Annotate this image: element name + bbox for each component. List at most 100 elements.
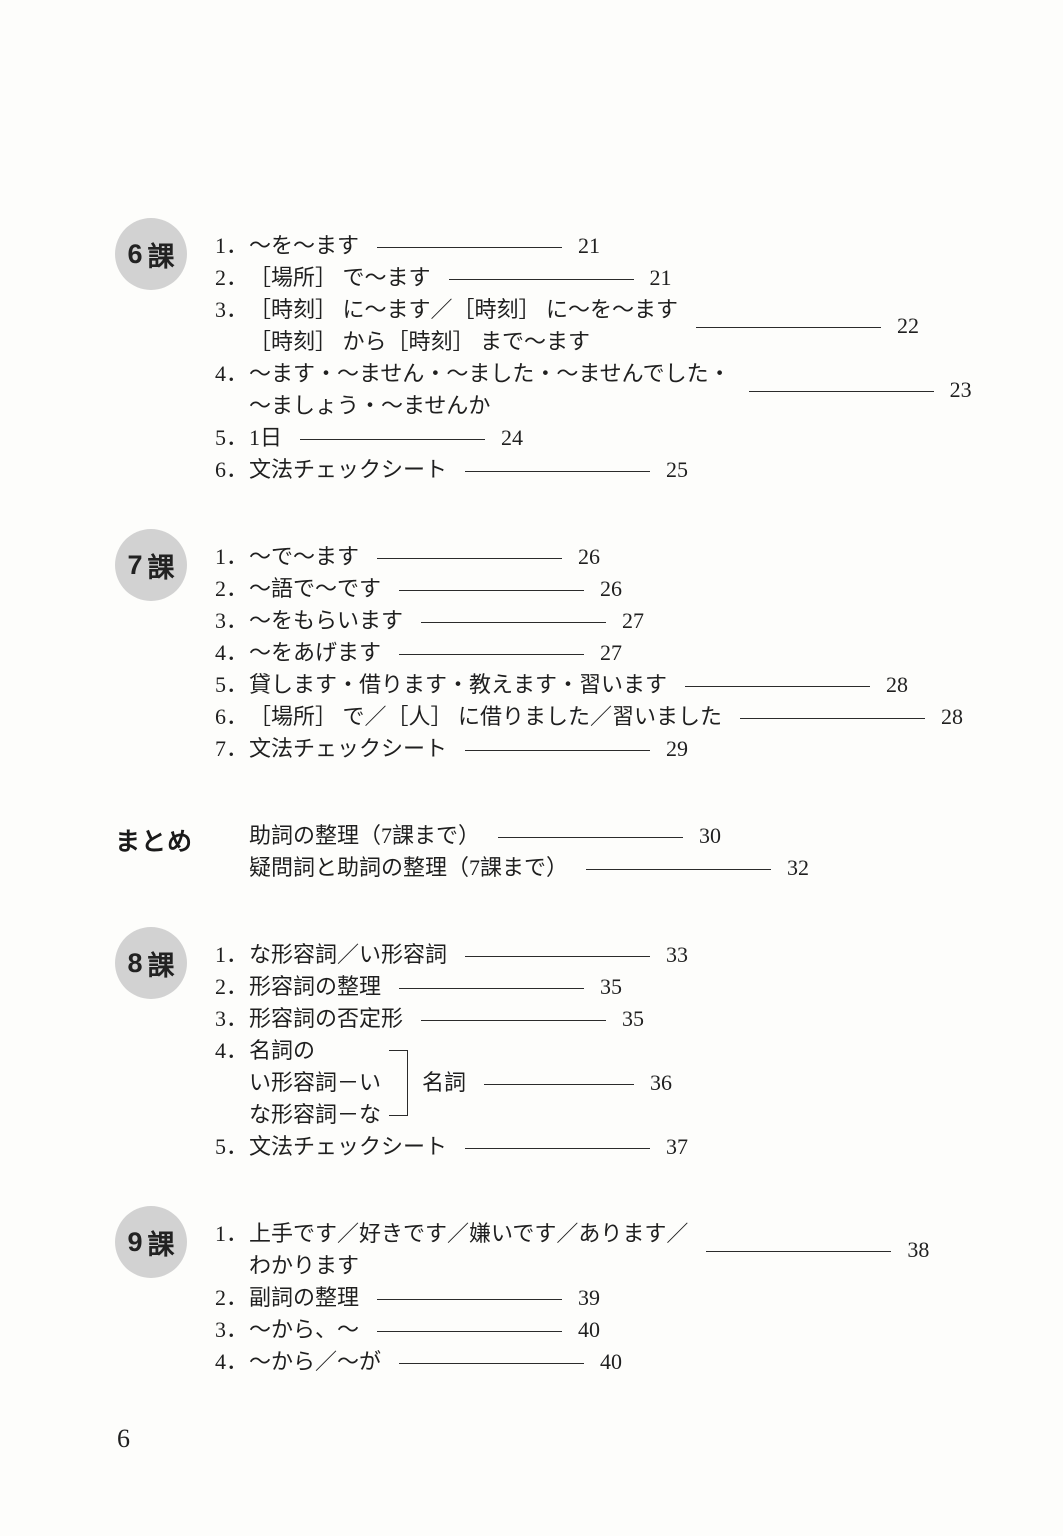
- page-reference: 26: [578, 544, 601, 569]
- item-label: 1日: [249, 425, 283, 450]
- page-reference: 37: [666, 1134, 689, 1159]
- item-label: 形容詞の否定形: [249, 1006, 404, 1031]
- item-label: 文法チェックシート: [249, 736, 448, 761]
- item-label: 疑問詞と助詞の整理（7課まで）: [249, 855, 569, 880]
- item-number: 2．: [215, 576, 249, 601]
- page-reference: 30: [699, 823, 722, 848]
- item-label-line-2: ［時刻］ から［時刻］ まで〜ます: [249, 329, 591, 354]
- leader-line: [421, 1019, 607, 1021]
- item-number: 4．: [215, 1038, 249, 1063]
- item-number: 3．: [215, 1006, 249, 1031]
- page-reference: 27: [600, 640, 623, 665]
- leader-line: [377, 1330, 563, 1332]
- toc-item: 6．［場所］ で／［人］ に借りました／習いました 28: [215, 701, 1013, 733]
- bracket-shape: [389, 1050, 409, 1116]
- item-label: 〜を〜ます: [249, 233, 360, 258]
- item-label: 〜をあげます: [249, 640, 382, 665]
- item-label: 〜をもらいます: [249, 608, 404, 633]
- lesson-badge-number: 6: [127, 238, 143, 269]
- page-reference: 29: [666, 736, 689, 761]
- item-number: 6．: [215, 457, 249, 482]
- bracket-line: い形容詞－い: [249, 1070, 382, 1095]
- item-number: 6．: [215, 704, 249, 729]
- leader-line: [399, 1362, 585, 1364]
- leader-line: [465, 1147, 651, 1149]
- item-number: 1．: [215, 942, 249, 967]
- item-label-line-1: 〜ます・〜ません・〜ました・〜ませんでした・: [249, 361, 731, 386]
- leader-line: [377, 246, 563, 248]
- leader-line: [740, 717, 926, 719]
- item-label: ［時刻］ に〜ます／［時刻］ に〜を〜ます ［時刻］ から［時刻］ まで〜ます: [249, 294, 678, 358]
- page-reference: 35: [622, 1006, 645, 1031]
- item-label: 助詞の整理（7課まで）: [249, 823, 481, 848]
- item-number: 3．: [215, 297, 249, 322]
- leader-line: [696, 326, 882, 328]
- item-number: 1．: [215, 1221, 249, 1246]
- section-label-column: まとめ: [115, 820, 215, 858]
- leader-line: [465, 470, 651, 472]
- leader-line: [399, 987, 585, 989]
- leader-line: [421, 621, 607, 623]
- bracket-line: 名詞の: [249, 1038, 316, 1063]
- leader-line: [399, 653, 585, 655]
- item-label: 〜で〜ます: [249, 544, 360, 569]
- page-reference: 23: [949, 377, 972, 402]
- page-reference: 38: [907, 1237, 930, 1262]
- toc-item: 3．［時刻］ に〜ます／［時刻］ に〜を〜ます ［時刻］ から［時刻］ まで〜ます…: [215, 294, 1013, 358]
- item-number: 5．: [215, 672, 249, 697]
- page-reference: 33: [666, 942, 689, 967]
- page-reference: 36: [650, 1070, 673, 1095]
- item-label: ［場所］ で〜ます: [249, 265, 431, 290]
- page-reference: 35: [600, 974, 623, 999]
- lesson-badge-suffix: 課: [147, 950, 175, 981]
- leader-line: [465, 955, 651, 957]
- item-label-line-1: ［時刻］ に〜ます／［時刻］ に〜を〜ます: [249, 297, 679, 322]
- bracket-line: な形容詞－な: [249, 1102, 382, 1127]
- item-label: 副詞の整理: [249, 1285, 360, 1310]
- item-label: 貸します・借ります・教えます・習います: [249, 672, 668, 697]
- footer-page-number: 6: [117, 1424, 130, 1453]
- leader-line: [748, 390, 934, 392]
- leader-line: [586, 868, 772, 870]
- toc-item: 疑問詞と助詞の整理（7課まで）32: [215, 852, 1013, 884]
- toc-item: 3．〜から、〜40: [215, 1314, 1013, 1346]
- page-reference: 40: [600, 1349, 623, 1374]
- lesson-badge-number: 7: [127, 549, 143, 580]
- leader-line: [484, 1083, 635, 1085]
- page-reference: 28: [941, 704, 964, 729]
- leader-line: [498, 836, 684, 838]
- item-label-line-2: わかります: [249, 1253, 360, 1278]
- leader-line: [706, 1250, 892, 1252]
- item-label: 形容詞の整理: [249, 974, 382, 999]
- page-reference: 21: [649, 265, 672, 290]
- leader-line: [448, 278, 634, 280]
- item-number: 3．: [215, 1317, 249, 1342]
- page-reference: 27: [622, 608, 645, 633]
- item-label: ［場所］ で／［人］ に借りました／習いました: [249, 704, 723, 729]
- item-label-line-2: 〜ましょう・〜ませんか: [249, 393, 491, 418]
